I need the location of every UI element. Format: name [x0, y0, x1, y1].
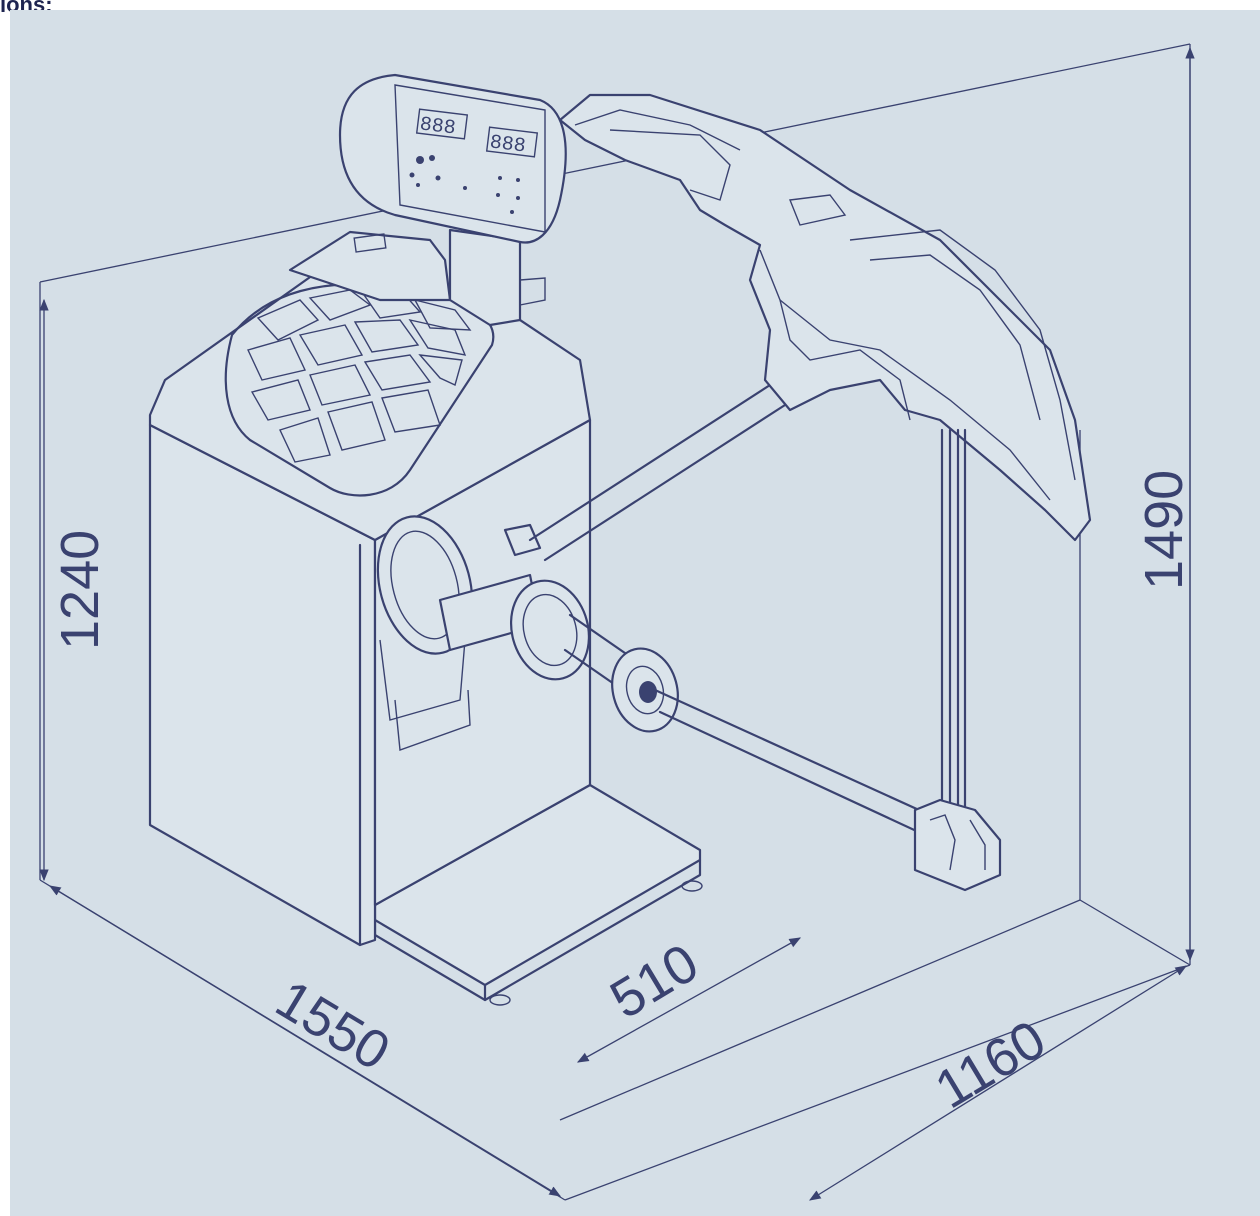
machine-drawing: 888 888: [148, 73, 1092, 1006]
svg-text:888: 888: [488, 131, 527, 158]
dimension-arrow-1160: [809, 965, 1187, 1201]
svg-text:888: 888: [418, 113, 457, 140]
dim-label-1160: 1160: [925, 1009, 1055, 1120]
dim-label-1550: 1550: [266, 969, 400, 1082]
dimension-arrow-1550: [49, 885, 561, 1197]
dim-label-1490: 1490: [1134, 470, 1194, 590]
dim-label-510: 510: [600, 932, 708, 1030]
dimension-arrow-510: [576, 937, 802, 1063]
dim-label-1240: 1240: [50, 530, 110, 650]
